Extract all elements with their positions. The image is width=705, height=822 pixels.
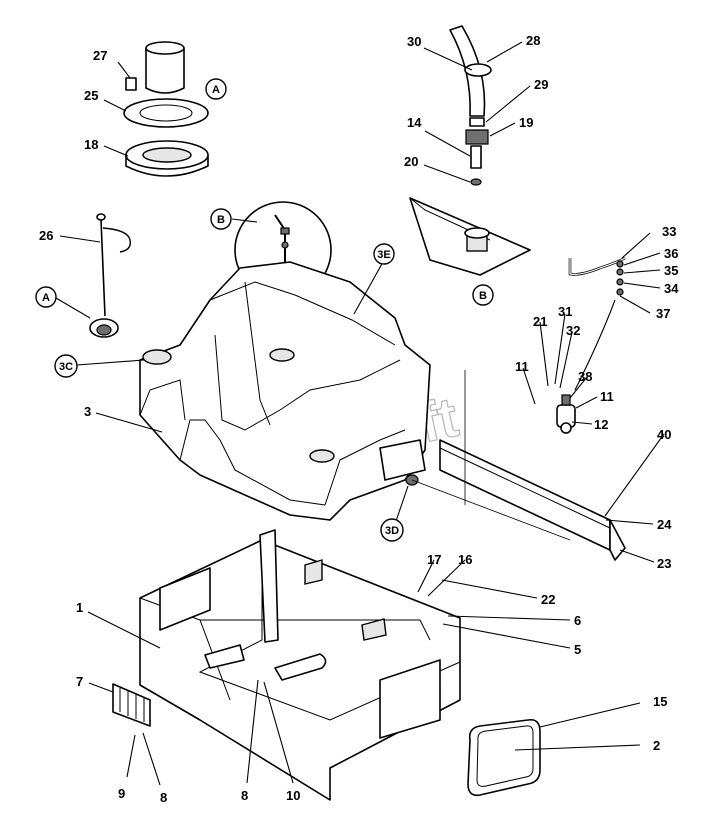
bubble-a-left-label: A	[42, 292, 50, 304]
callout-28: 28	[526, 33, 540, 48]
access-plate-2	[467, 718, 541, 797]
callout-9: 9	[118, 786, 125, 801]
callout-labels: 27 25 18 26 3 1 7 9 8 8 10 30 28 29 14 1…	[39, 33, 679, 805]
callout-6: 6	[574, 613, 581, 628]
bubble-3c	[54, 354, 78, 378]
callout-12: 12	[594, 417, 608, 432]
fitting-29	[469, 117, 485, 127]
screw-27	[125, 77, 137, 91]
mount-bracket-23	[439, 439, 626, 561]
bubble-3e-label: 3E	[377, 249, 390, 261]
bubble-a-top	[205, 78, 227, 100]
bubble-a-left	[35, 286, 57, 308]
callout-31: 31	[558, 304, 572, 319]
bubble-b-detail	[472, 284, 494, 306]
bubble-3d	[380, 518, 404, 542]
callout-35: 35	[664, 263, 678, 278]
callout-11-left: 11	[515, 359, 529, 374]
hose-assembly	[449, 25, 492, 186]
callout-1: 1	[76, 600, 83, 615]
callout-14: 14	[407, 115, 422, 130]
filler-opening	[142, 349, 172, 365]
filler-tube-top	[145, 41, 185, 55]
valve-38	[556, 394, 576, 434]
callout-38: 38	[578, 369, 592, 384]
callout-24: 24	[657, 517, 672, 532]
callout-8-left: 8	[160, 790, 167, 805]
cover-7	[112, 683, 151, 727]
bubble-b-top-label: B	[217, 214, 225, 226]
fuel-tank-3	[139, 261, 431, 521]
callout-33: 33	[662, 224, 676, 239]
callout-25: 25	[84, 88, 98, 103]
bubble-a-top-label: A	[212, 84, 220, 96]
callout-3: 3	[84, 404, 91, 419]
detail-b-view	[409, 197, 531, 276]
reference-bubbles: A A B B 3E 3C 3D	[35, 78, 494, 542]
callout-37: 37	[656, 306, 670, 321]
callout-36: 36	[664, 246, 678, 261]
bubble-3d-label: 3D	[385, 525, 399, 537]
leader-lines	[55, 41, 665, 786]
callout-2: 2	[653, 738, 660, 753]
callout-19: 19	[519, 115, 533, 130]
callout-15: 15	[653, 694, 667, 709]
callout-30: 30	[407, 34, 421, 49]
callout-16: 16	[458, 552, 472, 567]
callout-40: 40	[657, 427, 671, 442]
bubble-b-detail-label: B	[479, 290, 487, 302]
callout-20: 20	[404, 154, 418, 169]
bubble-b-top	[210, 208, 232, 230]
callout-26: 26	[39, 228, 53, 243]
callout-21: 21	[533, 314, 547, 329]
callout-10: 10	[286, 788, 300, 803]
callout-32: 32	[566, 323, 580, 338]
nut-19	[465, 129, 489, 145]
callout-27: 27	[93, 48, 107, 63]
tank-tray-1	[139, 529, 461, 801]
filler-neck-detail	[123, 41, 209, 177]
callout-23: 23	[657, 556, 671, 571]
washer-20	[470, 178, 482, 186]
gasket-25	[123, 98, 209, 128]
fuel-line-33	[568, 256, 626, 391]
callout-29: 29	[534, 77, 548, 92]
fuel-sender-26	[89, 213, 131, 338]
bubble-3c-label: 3C	[59, 361, 73, 373]
callout-34: 34	[664, 281, 679, 296]
clamp-28	[464, 63, 492, 77]
callout-11-right: 11	[600, 389, 614, 404]
callout-5: 5	[574, 642, 581, 657]
fitting-14	[470, 145, 482, 169]
callout-22: 22	[541, 592, 555, 607]
callout-7: 7	[76, 674, 83, 689]
callout-8-right: 8	[241, 788, 248, 803]
callout-18: 18	[84, 137, 98, 152]
callout-17: 17	[427, 552, 441, 567]
bubble-3e	[373, 243, 395, 265]
